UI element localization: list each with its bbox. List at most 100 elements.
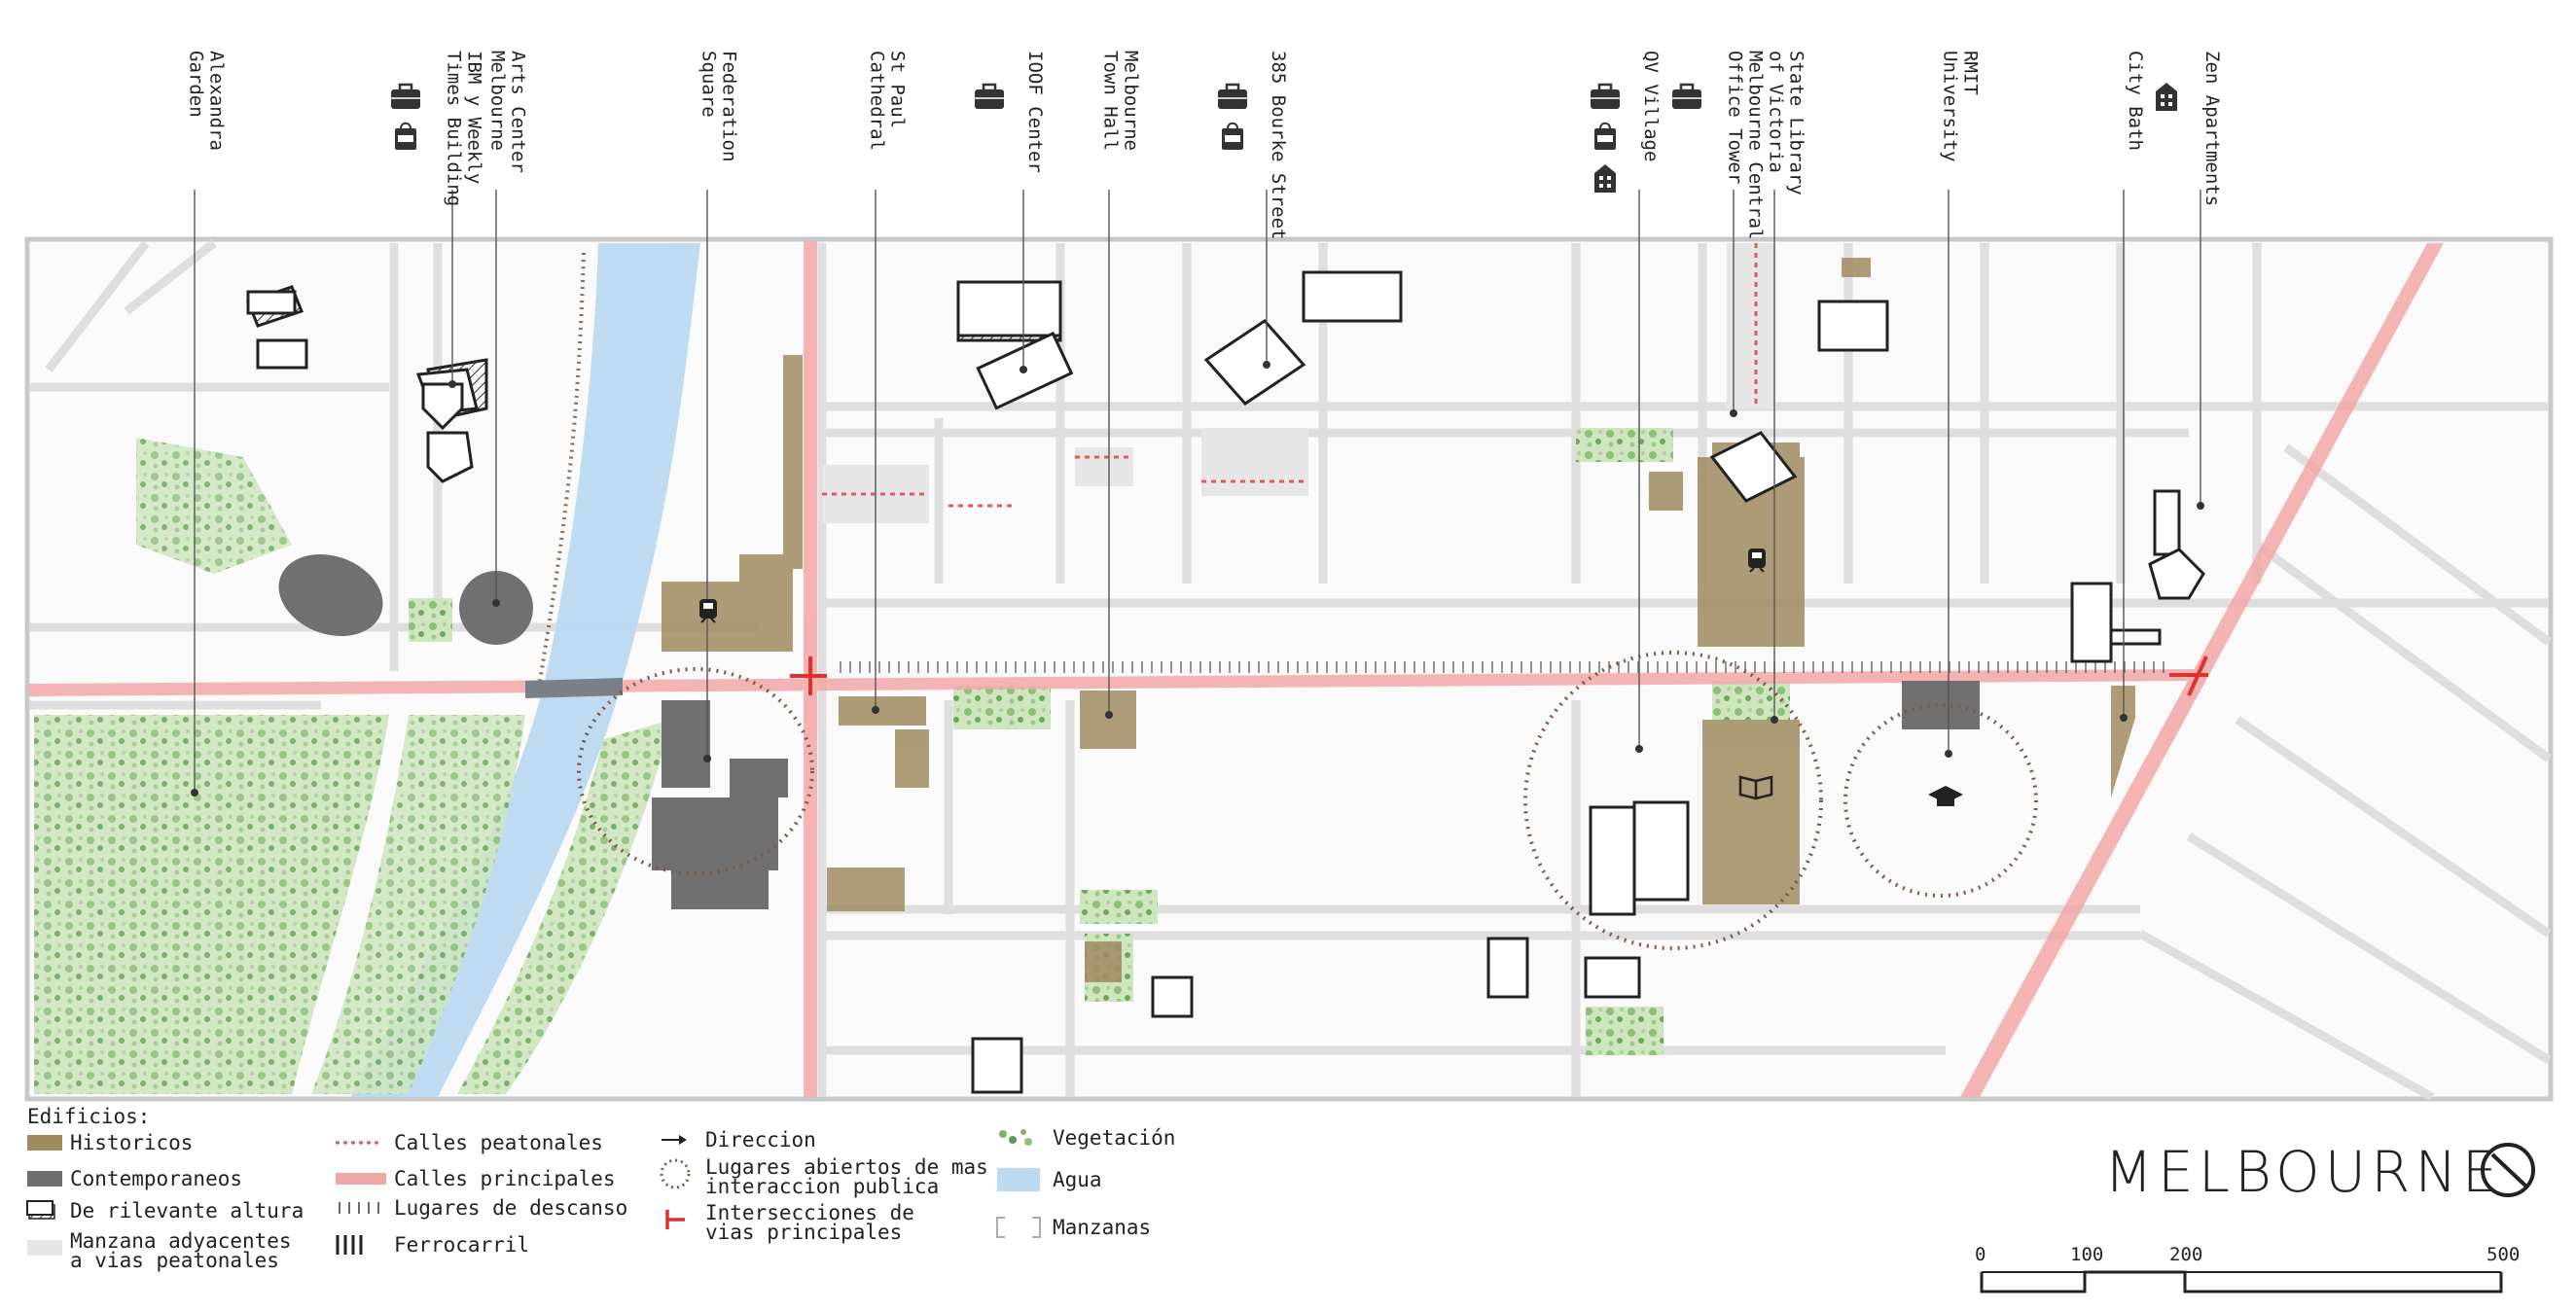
river-edge [538, 252, 586, 682]
legend-symbol-blocks [996, 1217, 1041, 1238]
briefcase-icon [1218, 83, 1247, 109]
map-area [24, 190, 2554, 1102]
place-label: St Paul [887, 51, 909, 128]
leader-lines [194, 190, 2201, 793]
place-label: QV Village [1640, 51, 1662, 161]
train-icon [699, 599, 717, 623]
briefcase-icon [1591, 83, 1620, 109]
place-label: Federation [719, 51, 740, 161]
legend-symbol-arrow [662, 1135, 687, 1145]
legend-symbol-tall [26, 1200, 55, 1220]
legend-symbol-intersection [665, 1210, 685, 1229]
legend-item-label: a vias peatonales [70, 1249, 279, 1272]
alexandra-garden [34, 715, 389, 1094]
legend-item-label: Vegetación [1053, 1126, 1175, 1150]
green-patch [1712, 681, 1790, 720]
place-label: Town Hall [1100, 51, 1122, 151]
scale-bar: 0 100 200 500 [1975, 1244, 2520, 1293]
green-patch [1586, 1007, 1664, 1055]
place-label: of Victoria [1766, 51, 1787, 173]
place-label: Square [698, 51, 720, 118]
sale-bag-icon [1594, 122, 1616, 150]
legend-symbol-historic [27, 1135, 62, 1151]
street-grid [29, 239, 2552, 1101]
sale-bag-icon [395, 122, 416, 150]
sale-bag-icon [1222, 122, 1243, 150]
legend-item-label: Manzana adyacentes [70, 1229, 292, 1253]
bridge [525, 678, 623, 698]
legend-item-label: Ferrocarril [394, 1233, 529, 1257]
legend-item-label: Direccion [705, 1128, 816, 1152]
legend-item-label: interaccion publica [705, 1175, 939, 1198]
garden-strip [311, 715, 525, 1094]
scale-tick-label: 0 [1975, 1244, 1986, 1265]
legend-item-label: Agua [1053, 1168, 1102, 1191]
place-label: Cathedral [867, 51, 888, 151]
legend-symbol-main [336, 1173, 386, 1185]
place-label: City Bath [2125, 51, 2146, 151]
scale-tick-label: 100 [2070, 1244, 2103, 1265]
main-intersections [790, 656, 2208, 696]
leader-dots [191, 361, 2204, 797]
green-patch [1576, 428, 1673, 462]
place-label: Melbourne Central [1745, 51, 1767, 239]
place-label: IOOF Center [1024, 51, 1046, 173]
legend-item-label: Intersecciones de [705, 1201, 914, 1224]
place-label: RMIT [1960, 51, 1982, 95]
legend-item-label: De rilevante altura [70, 1199, 304, 1222]
green-patch [1080, 890, 1158, 924]
legend-item-label: Contemporaneos [70, 1167, 242, 1190]
graduation-cap-icon [1928, 786, 1963, 806]
train-icon [1748, 549, 1766, 573]
open-public-places [577, 651, 2038, 950]
legend-item-label: Manzanas [1053, 1216, 1151, 1239]
place-label: IBM y Weekly [464, 51, 485, 184]
green-patch [409, 598, 452, 642]
legend-symbol-adjacent [27, 1240, 62, 1256]
historic-buildings [662, 258, 2135, 982]
legend-symbol-rail [336, 1235, 363, 1255]
legend-item-label: Historicos [70, 1131, 193, 1154]
place-label: Arts Center [508, 51, 529, 173]
briefcase-icon [975, 83, 1004, 109]
place-label: Melbourne [1121, 51, 1142, 151]
place-label: Zen Apartments [2201, 51, 2223, 206]
place-label: Garden [186, 51, 207, 118]
scale-tick-label: 200 [2169, 1244, 2202, 1265]
yarra-river [350, 243, 700, 1097]
place-label: University [1940, 51, 1961, 161]
legend-item-label: Calles peatonales [394, 1131, 603, 1154]
compass-icon [2481, 1143, 2535, 1197]
place-label: Times Building [444, 51, 465, 206]
briefcase-icon [1672, 83, 1701, 109]
place-label: 385 Bourke Street [1268, 51, 1289, 239]
legend-symbol-contemporary [27, 1171, 62, 1187]
place-label: Alexandra [206, 51, 228, 151]
legend-item-label: Calles principales [394, 1167, 616, 1190]
building-icon [1594, 164, 1616, 193]
map-title: MELBOURNE [2104, 1139, 2502, 1205]
rest-places [837, 661, 2169, 673]
kings-domain [136, 438, 292, 574]
building-icon [2156, 83, 2177, 111]
place-label: Office Tower [1725, 51, 1746, 184]
riverbank-green [457, 720, 671, 1094]
green-patch [953, 686, 1051, 729]
briefcase-icon [391, 83, 420, 109]
legend-item-label: Lugares abiertos de mas [705, 1155, 988, 1179]
place-label: Melbourne [487, 51, 509, 151]
contemporary-buildings [278, 553, 1980, 909]
legend-heading: Edificios: [27, 1105, 150, 1128]
legend-symbol-vegetation [999, 1129, 1032, 1146]
legend-symbol-water [997, 1168, 1040, 1191]
place-label: State Library [1786, 51, 1807, 195]
legend-item-label: vias principales [705, 1221, 902, 1244]
book-icon [1738, 775, 1773, 800]
legend-symbol-rest [336, 1202, 380, 1214]
legend-item-label: Lugares de descanso [394, 1196, 627, 1220]
legend-symbol-open [660, 1158, 691, 1189]
scale-tick-label: 500 [2487, 1244, 2520, 1265]
